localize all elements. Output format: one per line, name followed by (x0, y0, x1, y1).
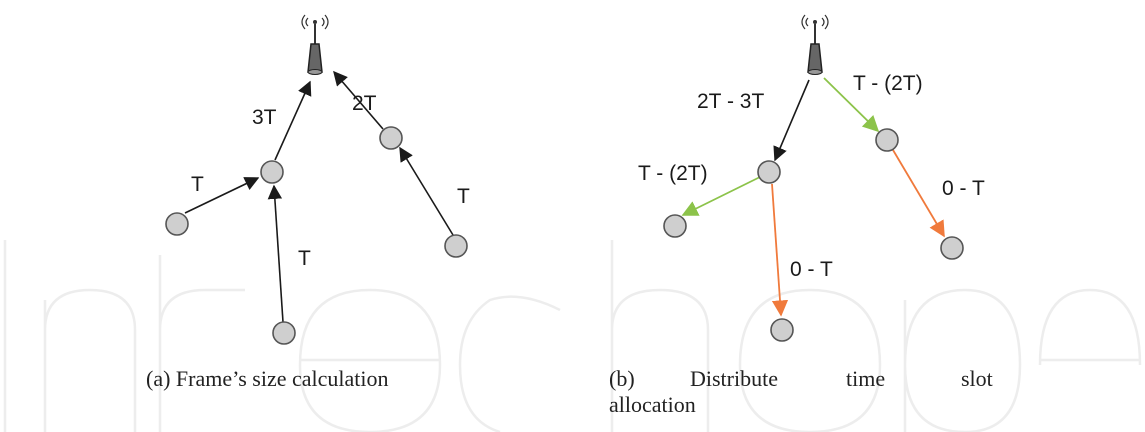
node-b-leaf-bottom (770, 318, 794, 342)
caption-b-part-1: (b) (609, 366, 635, 391)
label-a-2t: 2T (352, 92, 377, 115)
panel-b: 2T - 3T T - (2T) T - (2T) 0 - T 0 - T (b… (609, 14, 993, 417)
edge-a-left-to-root (274, 80, 312, 161)
node-b-leaf-right (940, 236, 964, 260)
edge-a-right-to-root (333, 70, 384, 130)
edge-b-root-to-right (823, 77, 880, 133)
node-a-right (379, 126, 403, 150)
edge-a-leaf-right (399, 146, 454, 236)
edge-a-leaf-bottom (267, 184, 284, 323)
antenna-icon-a (301, 14, 329, 75)
node-a-leaf-right (444, 234, 468, 258)
label-b-root-left: 2T - 3T (697, 90, 764, 113)
caption-b-part-2: Distribute (690, 366, 778, 391)
label-a-t-right: T (457, 185, 470, 208)
antenna-icon-b (801, 14, 829, 75)
caption-a: (a) Frame’s size calculation (146, 366, 389, 391)
edge-b-root-to-left (773, 79, 810, 162)
label-b-left-leaf-left: T - (2T) (638, 162, 708, 185)
panel-a: 3T 2T T T T (a) Frame’s size calculation (146, 14, 470, 391)
label-a-t-bottom: T (298, 247, 311, 270)
edge-b-left-to-leaf-left (681, 176, 761, 216)
caption-b-part-3: time (846, 366, 885, 391)
node-b-left (757, 160, 781, 184)
caption-b-part-4: slot (961, 366, 993, 391)
node-b-leaf-left (663, 214, 687, 238)
background-watermark (3, 240, 1142, 432)
label-b-left-leaf-bottom: 0 - T (790, 258, 833, 281)
node-b-right (875, 128, 899, 152)
node-a-leaf-left (165, 212, 189, 236)
edge-a-leaf-left (184, 177, 260, 214)
caption-b-line-2: allocation (609, 392, 696, 417)
edge-b-right-to-leaf (892, 149, 945, 238)
label-b-root-right: T - (2T) (853, 72, 923, 95)
edge-b-left-to-leaf-bottom (771, 183, 789, 317)
node-a-left (260, 160, 284, 184)
label-a-3t: 3T (252, 106, 277, 129)
label-a-t-left: T (191, 173, 204, 196)
node-a-leaf-bottom (272, 321, 296, 345)
label-b-right-leaf: 0 - T (942, 177, 985, 200)
